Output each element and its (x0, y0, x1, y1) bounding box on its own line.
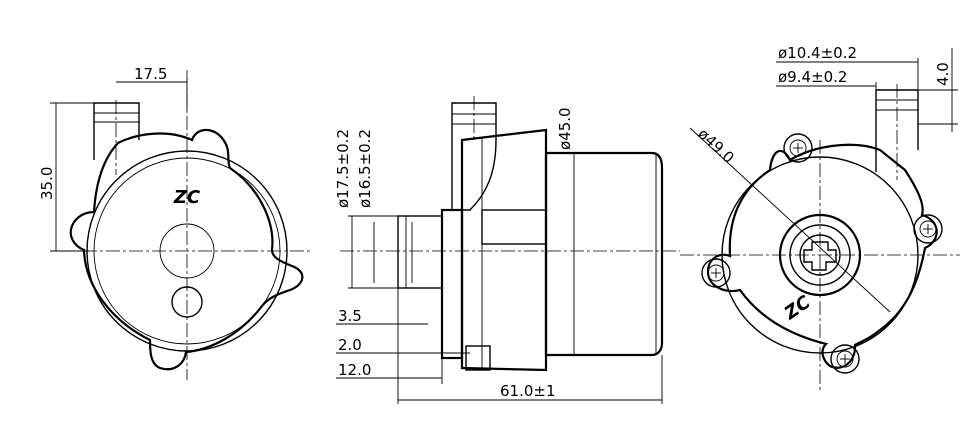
side-flange-plate (440, 208, 464, 360)
rear-logo-text: ZC (780, 291, 815, 324)
side-mid-band (481, 209, 547, 245)
rear-body-outline (706, 143, 938, 369)
dim-bolt-circle-label: ø49.0 (694, 125, 737, 167)
front-logo-text: ZC (173, 187, 201, 208)
front-inlet-nozzle (93, 102, 140, 160)
dim-inlet-outer-label: ø10.4±0.2 (778, 44, 857, 62)
front-logo: ZC (173, 187, 201, 208)
rear-screw-bottom (830, 344, 860, 374)
dim-12-0-label: 12.0 (338, 361, 371, 379)
side-mid-housing (460, 128, 548, 372)
rear-screw-right (913, 214, 943, 244)
rear-screw-top (783, 133, 813, 163)
dim-outlet-inner-label: ø16.5±0.2 (356, 129, 374, 208)
dim-bolt-circle-line (689, 127, 891, 313)
dim-4-label: 4.0 (934, 62, 952, 86)
rear-screw-left (701, 258, 731, 288)
side-mid-foot (465, 345, 491, 371)
side-view: ø17.5±0.2 ø16.5±0.2 ø45.0 3.5 2.0 12.0 6… (334, 96, 680, 404)
dim-2-0-label: 2.0 (338, 336, 362, 354)
side-motor-can (544, 151, 664, 357)
front-view: ZC 17.5 35.0 (38, 65, 312, 380)
rear-hub-star (803, 241, 837, 271)
dim-61-label: 61.0±1 (500, 382, 556, 400)
dim-35-label: 35.0 (38, 167, 56, 200)
dim-outlet-outer-label: ø17.5±0.2 (334, 129, 352, 208)
dim-3-5-label: 3.5 (338, 307, 362, 325)
side-outlet-stub (397, 215, 443, 289)
dim-inlet-inner-label: ø9.4±0.2 (778, 68, 847, 86)
front-flange-outline (69, 128, 304, 371)
rear-view: ZC ø49.0 ø10.4±0.2 ø9.4±0.2 4.0 (680, 44, 960, 390)
side-inlet-elbow (451, 102, 497, 211)
dim-body-label: ø45.0 (556, 107, 574, 150)
dim-17-5-label: 17.5 (134, 65, 167, 83)
